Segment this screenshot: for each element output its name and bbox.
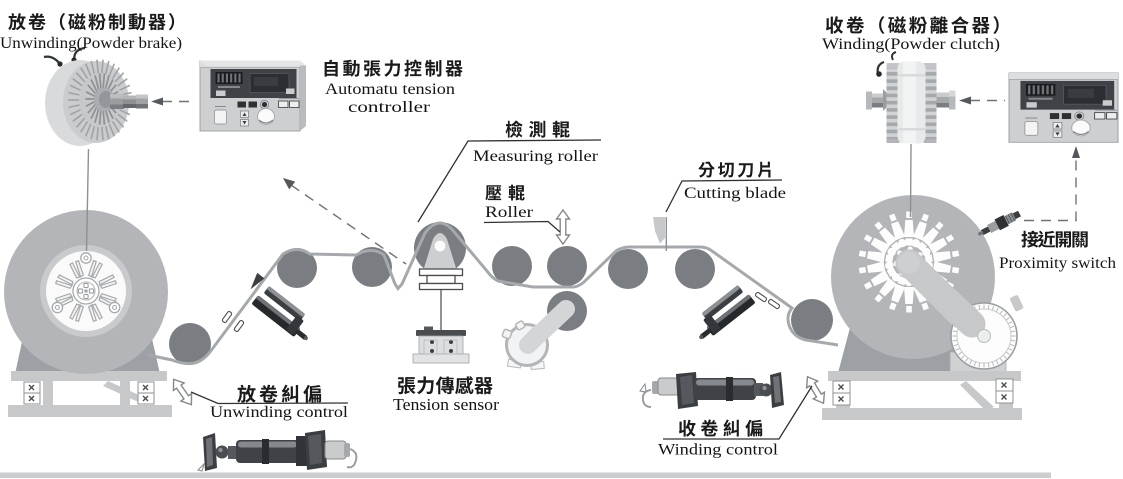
svg-text:Automatu tension: Automatu tension	[325, 81, 455, 98]
svg-text:Proximity switch: Proximity switch	[999, 255, 1116, 272]
svg-text:Tension sensor: Tension sensor	[393, 395, 499, 414]
svg-text:Winding control: Winding control	[658, 442, 779, 459]
svg-text:Measuring roller: Measuring roller	[473, 148, 599, 165]
svg-text:controller: controller	[348, 99, 431, 116]
svg-text:Cutting blade: Cutting blade	[684, 185, 786, 202]
svg-text:Unwinding control: Unwinding control	[210, 404, 349, 421]
svg-text:Roller: Roller	[485, 204, 534, 221]
svg-text:Unwinding(Powder brake): Unwinding(Powder brake)	[0, 35, 182, 52]
svg-text:Winding(Powder clutch): Winding(Powder clutch)	[822, 36, 1000, 53]
